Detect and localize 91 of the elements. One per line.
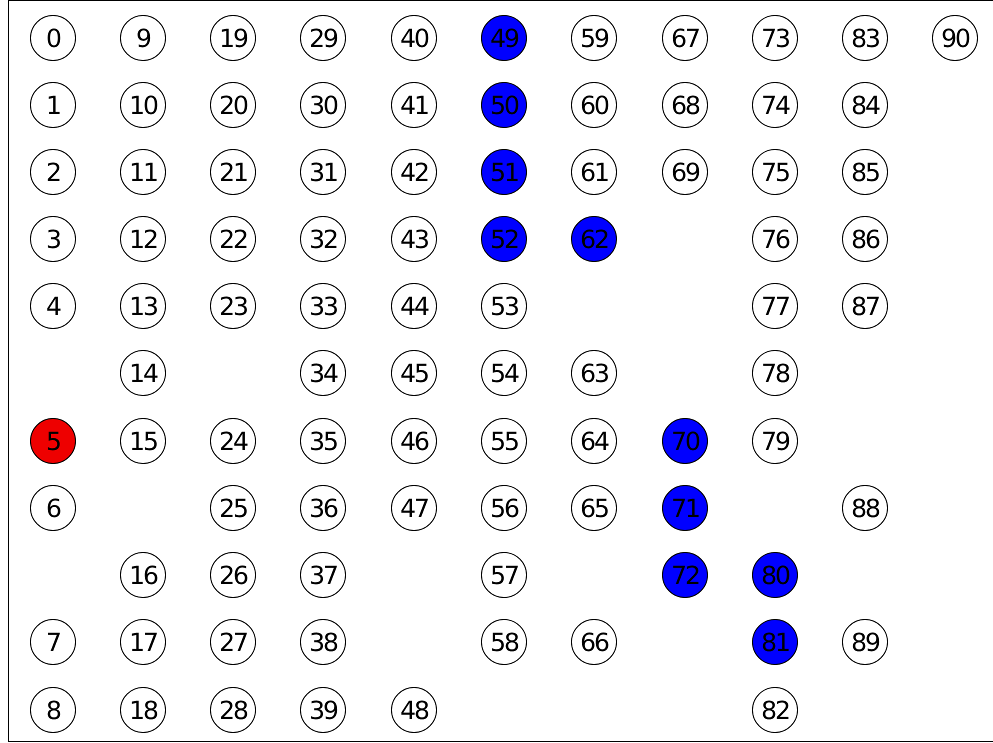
number-circle: 9	[120, 15, 166, 61]
number-circle: 21	[210, 149, 256, 195]
number-circle: 70	[662, 418, 708, 464]
number-circle: 88	[842, 485, 888, 531]
number-circle: 5	[30, 418, 76, 464]
number-circle: 65	[571, 485, 617, 531]
number-circle: 64	[571, 418, 617, 464]
number-circle: 81	[752, 619, 798, 665]
number-circle: 60	[571, 82, 617, 128]
number-circle: 2	[30, 149, 76, 195]
number-circle: 26	[210, 552, 256, 598]
number-circle: 63	[571, 350, 617, 396]
number-circle: 71	[662, 485, 708, 531]
number-circle: 78	[752, 350, 798, 396]
number-circle: 30	[300, 82, 346, 128]
number-circle: 66	[571, 619, 617, 665]
number-circle: 11	[120, 149, 166, 195]
number-circle: 58	[481, 619, 527, 665]
number-circle: 44	[391, 283, 437, 329]
number-circle: 41	[391, 82, 437, 128]
number-circle: 13	[120, 283, 166, 329]
number-circle: 85	[842, 149, 888, 195]
number-circle: 31	[300, 149, 346, 195]
number-circle: 82	[752, 687, 798, 733]
number-circle: 57	[481, 552, 527, 598]
number-circle: 20	[210, 82, 256, 128]
number-circle: 42	[391, 149, 437, 195]
number-circle: 25	[210, 485, 256, 531]
number-circle: 1	[30, 82, 76, 128]
number-circle: 10	[120, 82, 166, 128]
number-circle: 23	[210, 283, 256, 329]
number-circle: 28	[210, 687, 256, 733]
number-circle: 16	[120, 552, 166, 598]
number-circle: 35	[300, 418, 346, 464]
number-circle: 43	[391, 216, 437, 262]
number-circle: 24	[210, 418, 256, 464]
number-circle: 17	[120, 619, 166, 665]
number-circle: 68	[662, 82, 708, 128]
number-circle: 79	[752, 418, 798, 464]
number-circle: 89	[842, 619, 888, 665]
number-circle: 84	[842, 82, 888, 128]
number-circle: 72	[662, 552, 708, 598]
number-circle: 15	[120, 418, 166, 464]
number-circle: 50	[481, 82, 527, 128]
number-circle: 39	[300, 687, 346, 733]
number-circle: 18	[120, 687, 166, 733]
number-circle: 48	[391, 687, 437, 733]
number-circle: 40	[391, 15, 437, 61]
number-circle: 3	[30, 216, 76, 262]
number-circle: 80	[752, 552, 798, 598]
number-circle: 61	[571, 149, 617, 195]
number-circle: 14	[120, 350, 166, 396]
number-circle: 0	[30, 15, 76, 61]
number-circle: 8	[30, 687, 76, 733]
number-circle: 74	[752, 82, 798, 128]
number-circle: 27	[210, 619, 256, 665]
number-circle: 53	[481, 283, 527, 329]
number-circle: 22	[210, 216, 256, 262]
number-circle: 67	[662, 15, 708, 61]
number-circle: 52	[481, 216, 527, 262]
number-circle: 37	[300, 552, 346, 598]
number-circle: 47	[391, 485, 437, 531]
number-circle: 51	[481, 149, 527, 195]
number-circle: 45	[391, 350, 437, 396]
number-circle: 6	[30, 485, 76, 531]
number-circle: 32	[300, 216, 346, 262]
number-circle: 90	[932, 15, 978, 61]
number-circle: 54	[481, 350, 527, 396]
number-circle: 34	[300, 350, 346, 396]
number-circle: 76	[752, 216, 798, 262]
number-circle: 55	[481, 418, 527, 464]
number-circle: 73	[752, 15, 798, 61]
number-circle: 83	[842, 15, 888, 61]
number-circle: 7	[30, 619, 76, 665]
number-circle: 75	[752, 149, 798, 195]
number-circle: 12	[120, 216, 166, 262]
number-circle: 19	[210, 15, 256, 61]
number-circle: 86	[842, 216, 888, 262]
number-circle: 77	[752, 283, 798, 329]
number-circle: 56	[481, 485, 527, 531]
number-circle: 29	[300, 15, 346, 61]
number-circle: 38	[300, 619, 346, 665]
number-circle: 33	[300, 283, 346, 329]
number-circle: 36	[300, 485, 346, 531]
number-circle: 59	[571, 15, 617, 61]
number-circle: 46	[391, 418, 437, 464]
number-circle: 62	[571, 216, 617, 262]
number-circle: 4	[30, 283, 76, 329]
number-circle: 69	[662, 149, 708, 195]
number-circle: 49	[481, 15, 527, 61]
number-circle: 87	[842, 283, 888, 329]
